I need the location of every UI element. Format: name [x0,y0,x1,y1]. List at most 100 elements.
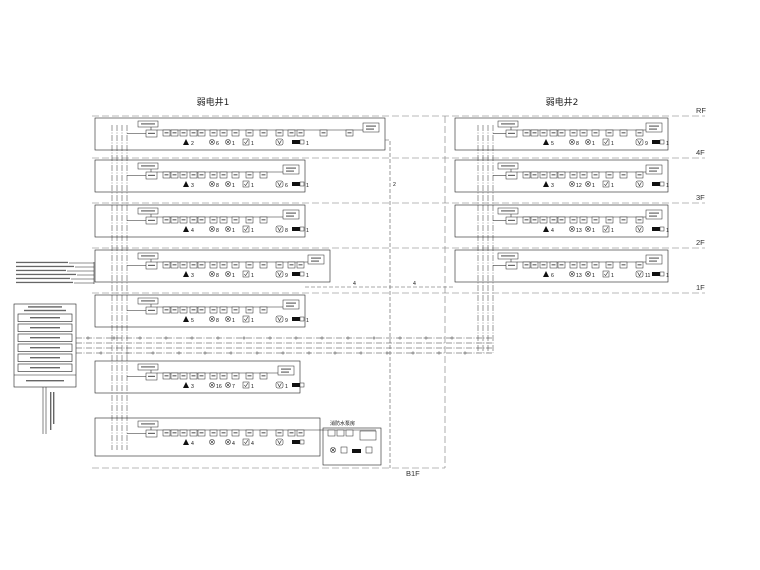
manual-alarm-icon [183,439,189,445]
detector-cross-line [226,227,230,231]
loop-module-text-mark [233,132,238,134]
loop-module-text-mark [233,309,238,311]
tiny-text-mark [16,269,66,272]
sounder-icon-box [299,181,305,187]
bus-junction-marker [112,336,116,340]
bus-junction-marker [333,351,337,355]
bus-junction-marker [372,336,376,340]
speaker-v-mark [277,272,282,277]
loop-module-text-mark [181,309,186,311]
device-count: 1 [306,273,309,279]
bus-junction-marker [190,336,194,340]
tiny-text-mark [16,265,74,268]
device-count: 12 [576,183,582,189]
device-count: 6 [216,141,219,147]
bus-junction-marker [216,336,220,340]
row-frame [94,117,386,151]
sounder-icon [292,182,300,186]
device-count: 8 [216,273,219,279]
device-count: 1 [251,318,254,324]
sounder-icon [652,272,660,276]
loop-module-text-mark [571,219,576,221]
bus-junction-marker [398,336,402,340]
loop-module-text-mark [524,264,529,266]
call-point-icon [242,138,250,146]
control-module-text-mark [366,128,374,130]
loop-module-text-mark [164,375,169,377]
device-count: 1 [232,183,235,189]
loop-module-text-mark [289,264,294,266]
loop-module-text-mark [233,174,238,176]
device-count: 1 [666,273,669,279]
speaker-v-mark [277,182,282,187]
sounder-icon [292,227,300,231]
loop-module-text-mark [593,174,598,176]
control-module-text-mark [649,170,657,172]
manual-alarm-icon [183,271,189,277]
bus-junction-marker [99,351,103,355]
control-module-box [277,365,295,376]
bus-junction-marker [177,351,181,355]
slot-text-mark [30,347,60,349]
device-count: 3 [191,183,194,189]
device-count: 2 [191,141,194,147]
loop-module-text-mark [211,309,216,311]
device-count: 4 [191,441,194,447]
slot-text-mark [30,367,60,369]
device-count: 1 [666,228,669,234]
row-frame [454,204,669,238]
control-module-text-mark [286,302,296,304]
loop-module-text-mark [164,132,169,134]
loop-module-text-mark [298,264,303,266]
control-module-text-mark [286,212,296,214]
device-count: 1 [666,141,669,147]
slot-text-mark [30,317,60,319]
bus-junction-marker [151,351,155,355]
call-point-icon [242,270,250,278]
loop-module-text-mark [181,264,186,266]
bus-junction-marker [463,351,467,355]
loop-module-text-mark [221,174,226,176]
loop-module-text-mark [247,174,252,176]
loop-module-text-mark [191,432,196,434]
device-count: 1 [306,318,309,324]
isolator-text-mark [148,375,155,377]
control-module-text-mark [649,167,659,169]
cable-route-count-a: 4 [353,281,356,287]
module-box-text-mark [141,366,155,368]
device-count: 1 [251,183,254,189]
call-point-check [243,140,249,145]
device-count: 1 [306,141,309,147]
device-count: 1 [285,384,288,390]
device-count: 1 [232,228,235,234]
cabinet-module-slot [17,333,73,342]
device-count: 1 [251,228,254,234]
sounder-icon-box [659,139,665,145]
loop-module-text-mark [621,264,626,266]
vertical-text-mark [50,392,52,430]
sounder-icon-box [299,139,305,145]
loop-module-text-mark [621,132,626,134]
loop-module-text-mark [164,264,169,266]
loop-module-text-mark [571,174,576,176]
detector-cross-line [210,317,214,321]
bus-junction-marker [138,336,142,340]
device-count: 1 [232,273,235,279]
control-module-box [645,209,663,220]
bus-junction-marker [359,351,363,355]
loop-module-text-mark [247,219,252,221]
bus-junction-marker [255,351,259,355]
call-point-check [603,227,609,232]
pump-room-relay-icon [365,446,373,454]
loop-module-text-mark [199,309,204,311]
module-box-text-mark [141,255,155,257]
loop-module-text-mark [607,264,612,266]
loop-module-text-mark [551,132,556,134]
pump-room-module [336,429,345,437]
device-count: 1 [251,141,254,147]
sounder-icon-box [299,316,305,322]
pump-room: 消防水泵房 [322,420,382,466]
floor-levels: RF 4F 3F 2F 1F B1F [92,106,706,478]
sounder-icon [292,317,300,321]
sounder-icon-box [659,181,665,187]
